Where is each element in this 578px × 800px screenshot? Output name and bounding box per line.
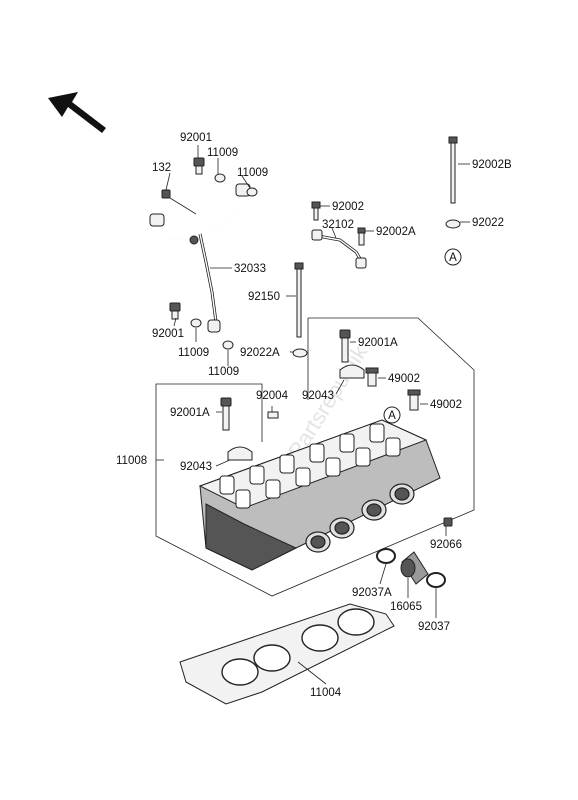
part-label-92043: 92043 [180,461,212,473]
part-label-92022: 92022 [472,217,504,229]
part-label-11008: 11008 [116,455,147,467]
part-label-92037a: 92037A [352,587,392,599]
part-label-32102: 32102 [322,219,354,231]
part-label-11004: 11004 [310,687,342,699]
reference-a-marker: A A [383,248,462,424]
part-label-11009: 11009 [208,366,239,378]
part-label-92037: 92037 [418,621,450,633]
front-direction-arrow-icon [48,92,106,133]
part-label-49002: 49002 [388,373,420,385]
part-label-11009: 11009 [207,147,238,159]
oil-pipe-assembly [149,157,258,350]
part-label-92150: 92150 [248,291,280,303]
ref-a-label: A [388,410,396,422]
valve-guide [365,367,421,411]
part-label-92002b: 92002B [472,159,512,171]
ref-a-label: A [449,252,457,264]
cylinder-head-group-outline [155,317,475,597]
plug-92066 [443,517,453,527]
part-label-92002: 92002 [332,201,364,213]
part-label-92004: 92004 [256,390,289,402]
oil-pipe-32102 [311,201,367,269]
part-label-16065: 16065 [390,601,422,613]
part-label-92001a: 92001A [358,337,398,349]
head-gasket [179,603,395,705]
part-label-92066: 92066 [430,539,462,551]
stud-bolt-92002b [445,136,461,229]
part-labels: 92001 11009 132 11009 92002B 92002 32102… [116,132,512,699]
part-label-92002a: 92002A [376,226,416,238]
part-label-49002: 49002 [430,399,462,411]
part-label-132: 132 [152,162,171,174]
part-label-92001: 92001 [152,328,184,340]
part-label-32033: 32033 [234,263,266,275]
leader-lines [156,145,470,685]
intake-holder-clamps [376,548,446,588]
bolt-92001a [220,329,351,431]
camshaft-cap [227,364,365,461]
dowel-pin [267,411,279,419]
cylinder-head [198,419,441,571]
part-label-92043: 92043 [302,390,334,402]
stud-bolt-92150 [292,262,308,358]
part-label-92001a: 92001A [170,407,210,419]
part-label-92001: 92001 [180,132,212,144]
part-label-92022a: 92022A [240,347,280,359]
part-label-11009: 11009 [178,347,209,359]
part-label-11009: 11009 [237,167,268,179]
